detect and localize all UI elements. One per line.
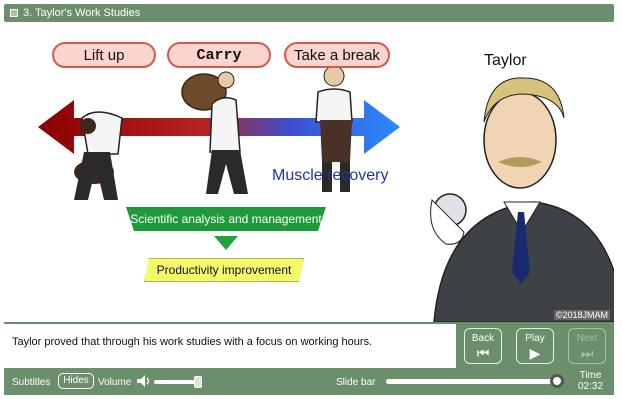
- skip-next-icon: ⏭: [580, 344, 594, 361]
- analysis-box: Scientific analysis and management: [126, 207, 326, 231]
- caption-text: Taylor proved that through his work stud…: [12, 336, 373, 348]
- play-button[interactable]: Play ▶: [516, 328, 554, 364]
- speaker-icon[interactable]: [136, 374, 152, 388]
- subtitle-caption: Taylor proved that through his work stud…: [4, 322, 456, 368]
- down-arrow-icon: [214, 236, 238, 250]
- time-value: 02:32: [578, 381, 604, 392]
- taylor-portrait: [430, 77, 614, 322]
- time-display: Time 02:32: [578, 370, 603, 392]
- slide-bar-label: Slide bar: [336, 377, 376, 388]
- next-button-label: Next: [576, 332, 598, 344]
- productivity-box: Productivity improvement: [144, 258, 304, 282]
- hides-subtitles-button[interactable]: Hides: [58, 373, 94, 389]
- playback-controls: Back ⏮ Play ▶ Next ⏭: [456, 322, 614, 368]
- worker-lifting-figure: [74, 111, 123, 200]
- play-icon: ▶: [529, 344, 541, 361]
- next-button[interactable]: Next ⏭: [568, 328, 606, 364]
- play-button-label: Play: [525, 332, 545, 344]
- back-button-label: Back: [471, 332, 495, 344]
- skip-back-icon: ⏮: [476, 344, 490, 361]
- volume-slider-track[interactable]: [154, 380, 198, 384]
- lift-up-label: Lift up: [52, 42, 156, 68]
- page-title: 3. Taylor's Work Studies: [23, 7, 141, 19]
- slide-bar-track[interactable]: [386, 379, 556, 384]
- slide-stage: Lift up Carry Take a break Taylor Muscle…: [4, 22, 614, 322]
- slide-bar-handle[interactable]: [550, 374, 564, 388]
- subtitles-label: Subtitles: [12, 377, 51, 388]
- bottom-toolbar: Subtitles Hides Volume Slide bar Time 02…: [4, 368, 614, 395]
- title-bar: 3. Taylor's Work Studies: [4, 4, 614, 22]
- carry-label: Carry: [167, 42, 271, 68]
- slide-illustration: [38, 65, 614, 322]
- back-button[interactable]: Back ⏮: [464, 328, 502, 364]
- take-a-break-label: Take a break: [284, 42, 390, 68]
- window-square-icon: [10, 9, 18, 17]
- time-label: Time: [579, 370, 602, 381]
- copyright-notice: ©2018JMAM: [553, 310, 610, 320]
- worker-resting-figure: [315, 65, 353, 192]
- volume-label: Volume: [98, 377, 132, 388]
- worker-carrying-figure: [181, 71, 248, 194]
- taylor-label: Taylor: [484, 52, 527, 69]
- volume-slider-handle[interactable]: [194, 376, 202, 388]
- muscle-recovery-label: Muscle recovery: [272, 167, 389, 184]
